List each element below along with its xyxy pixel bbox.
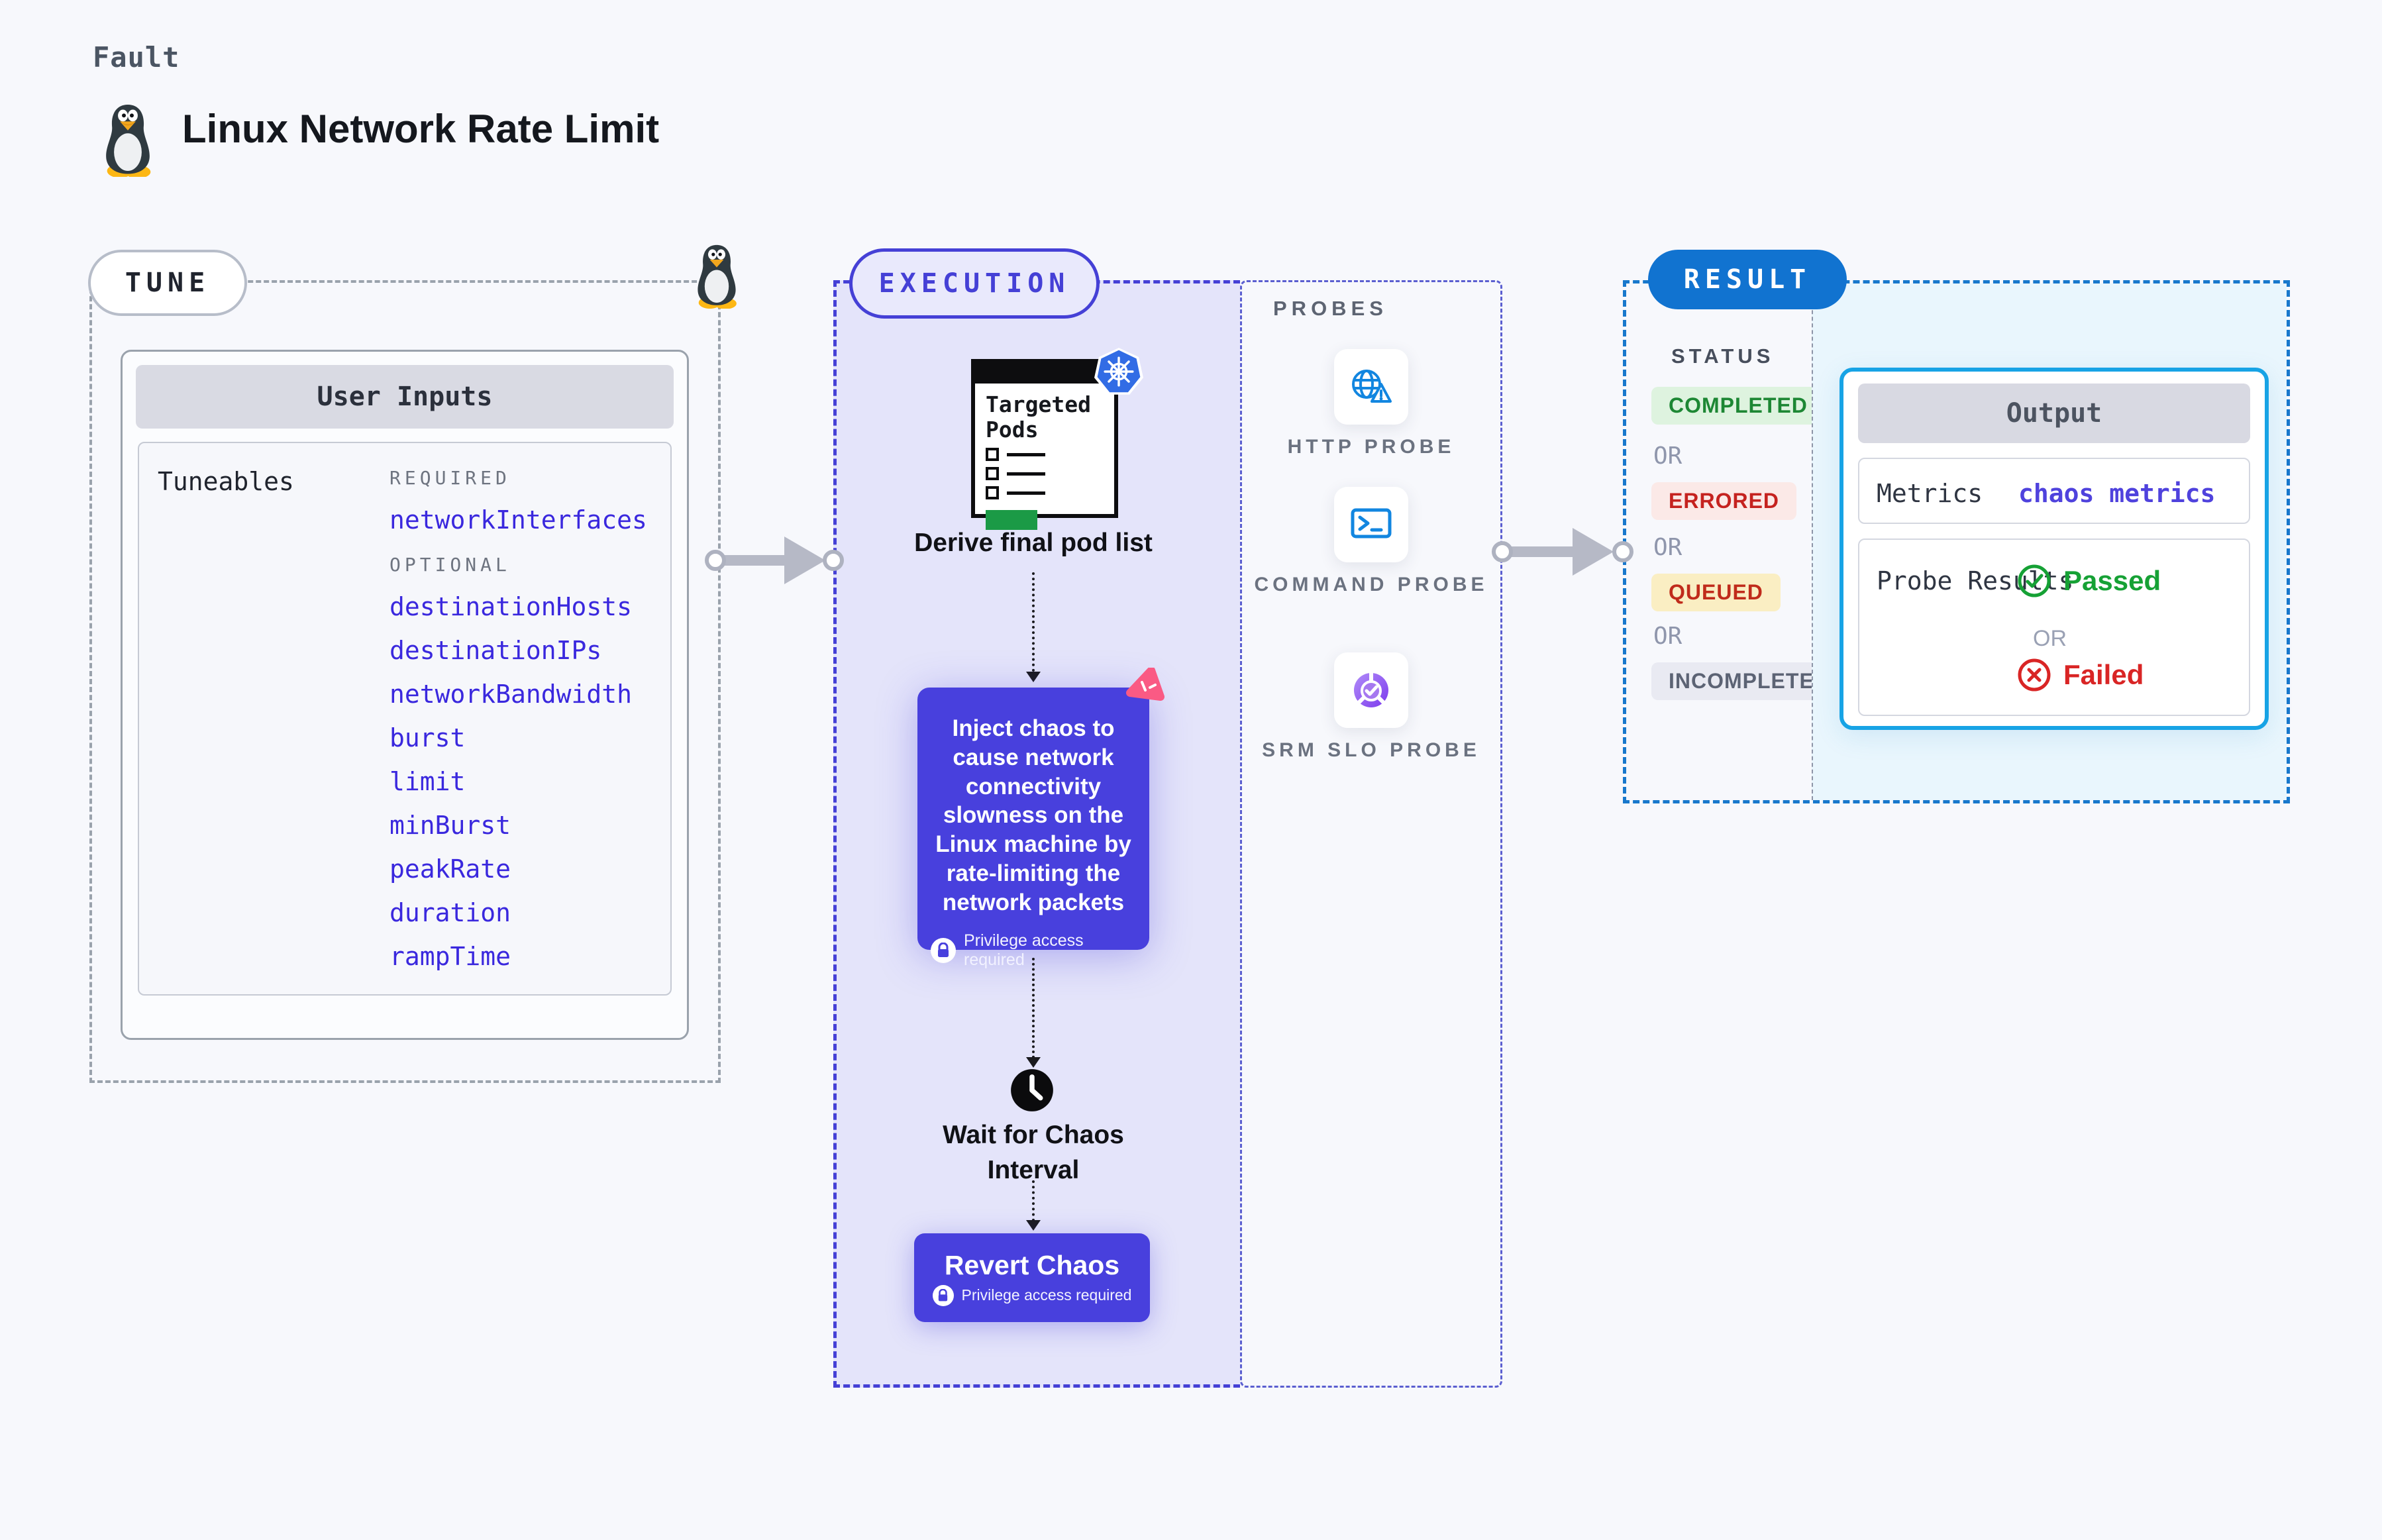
tune-section-frame (89, 280, 721, 1083)
result-section-frame: STATUS COMPLETED OR ERRORED OR QUEUED OR… (1623, 280, 2290, 803)
tuneable-link[interactable]: networkInterfaces (389, 505, 647, 535)
tuneable-link[interactable]: destinationIPs (389, 636, 602, 665)
result-section-pill: RESULT (1648, 250, 1847, 309)
terminal-icon (1351, 508, 1392, 539)
fault-kind-label: Fault (93, 41, 180, 74)
tuneable-link[interactable]: peakRate (389, 854, 511, 884)
targeted-pods-title: Targeted Pods (986, 391, 1091, 442)
privilege-label: Privilege access required (961, 1286, 1132, 1304)
user-inputs-card: User Inputs Tuneables REQUIRED networkIn… (121, 350, 689, 1040)
user-inputs-title: User Inputs (136, 365, 674, 429)
flow-arrow-head (784, 537, 825, 584)
failed-label: Failed (2063, 659, 2144, 690)
lock-icon (932, 1284, 954, 1306)
connector-dot (1492, 541, 1513, 562)
targeted-pods-illustration: Targeted Pods (971, 359, 1118, 530)
flow-dotted-line (1032, 958, 1035, 1058)
tune-section-pill: TUNE (88, 250, 247, 316)
probes-section-label: PROBES (1273, 297, 1388, 320)
slo-donut-check-icon (1354, 670, 1388, 707)
privilege-note: Privilege access required (931, 931, 1136, 970)
output-title: Output (1858, 384, 2250, 443)
linux-tux-icon (98, 103, 158, 177)
metrics-value-link[interactable]: chaos metrics (2018, 479, 2216, 508)
optional-label: OPTIONAL (389, 554, 511, 576)
inject-chaos-text: Inject chaos to cause network connectivi… (935, 715, 1131, 915)
status-badge-errored: ERRORED (1651, 482, 1797, 520)
globe-warning-icon (1352, 370, 1392, 403)
srm-slo-probe-card (1334, 652, 1408, 728)
revert-chaos-label: Revert Chaos (944, 1249, 1120, 1280)
probe-results-row: Probe Results Passed OR Failed (1858, 539, 2250, 716)
passed-label: Passed (2063, 565, 2161, 596)
connector-dot (823, 550, 844, 571)
flow-dotted-line (1032, 572, 1035, 672)
command-probe-card (1334, 487, 1408, 562)
probe-results-label: Probe Results (1877, 566, 2074, 595)
tuneables-label: Tuneables (158, 467, 294, 496)
x-circle-icon (2018, 658, 2051, 692)
status-badge-queued: QUEUED (1651, 574, 1781, 611)
derive-pod-list-label: Derive final pod list (914, 529, 1153, 557)
wait-for-chaos-label: Wait for Chaos Interval (943, 1121, 1124, 1184)
srm-slo-probe-label: SRM SLO PROBE (1262, 739, 1480, 761)
flow-arrow-head (1573, 528, 1614, 576)
probes-section-frame (1240, 280, 1502, 1388)
pod-checklist (986, 448, 1045, 499)
kubernetes-icon (1094, 347, 1143, 396)
metrics-row: Metrics chaos metrics (1858, 458, 2250, 524)
inject-chaos-step: Inject chaos to cause network connectivi… (917, 688, 1149, 969)
http-probe-label: HTTP PROBE (1287, 436, 1455, 458)
tuneable-link[interactable]: limit (389, 767, 466, 796)
check-circle-icon (2018, 564, 2051, 597)
connector-dot (1612, 541, 1633, 562)
passed-result: Passed (2017, 564, 2161, 598)
privilege-note: Privilege access required (932, 1284, 1132, 1306)
execution-section-pill: EXECUTION (849, 248, 1100, 319)
wait-clock-icon (1010, 1068, 1055, 1113)
tuneable-link[interactable]: rampTime (389, 942, 511, 971)
flow-dotted-arrow-head (1026, 1057, 1041, 1068)
lock-icon (931, 938, 956, 964)
or-label: OR (1653, 623, 1683, 650)
flow-dotted-line (1032, 1180, 1035, 1221)
flow-arrow (722, 555, 786, 566)
chaos-fault-icon (1125, 668, 1166, 706)
tuneable-link[interactable]: networkBandwidth (389, 680, 633, 709)
revert-chaos-step: Revert Chaos Privilege access required (914, 1233, 1150, 1322)
metrics-label: Metrics (1877, 479, 1983, 508)
page-title: Linux Network Rate Limit (182, 107, 660, 151)
flow-dotted-arrow-head (1026, 1220, 1041, 1231)
privilege-label: Privilege access required (964, 931, 1084, 970)
or-label: OR (2033, 626, 2067, 651)
or-label: OR (1653, 442, 1683, 470)
required-label: REQUIRED (389, 467, 511, 489)
connector-dot (705, 550, 726, 571)
flow-dotted-arrow-head (1026, 672, 1041, 682)
tuneables-panel: Tuneables REQUIRED networkInterfaces OPT… (138, 442, 672, 996)
flow-arrow (1509, 546, 1574, 557)
tuneable-link[interactable]: duration (389, 898, 511, 927)
status-label: STATUS (1671, 344, 1775, 368)
doc-titlebar (974, 362, 1115, 384)
output-panel: Output Metrics chaos metrics Probe Resul… (1812, 283, 2287, 800)
linux-tux-icon-small (691, 242, 743, 309)
command-probe-label: COMMAND PROBE (1254, 574, 1488, 595)
output-card: Output Metrics chaos metrics Probe Resul… (1839, 368, 2269, 730)
doc-green-bar (986, 510, 1037, 530)
failed-result: Failed (2017, 658, 2144, 692)
status-column: STATUS COMPLETED OR ERRORED OR QUEUED OR… (1626, 283, 1847, 800)
tuneable-link[interactable]: minBurst (389, 811, 511, 840)
or-label: OR (1653, 534, 1683, 561)
tuneable-link[interactable]: destinationHosts (389, 592, 633, 621)
http-probe-card (1334, 349, 1408, 425)
status-badge-completed: COMPLETED (1651, 387, 1825, 425)
tuneable-link[interactable]: burst (389, 723, 466, 752)
